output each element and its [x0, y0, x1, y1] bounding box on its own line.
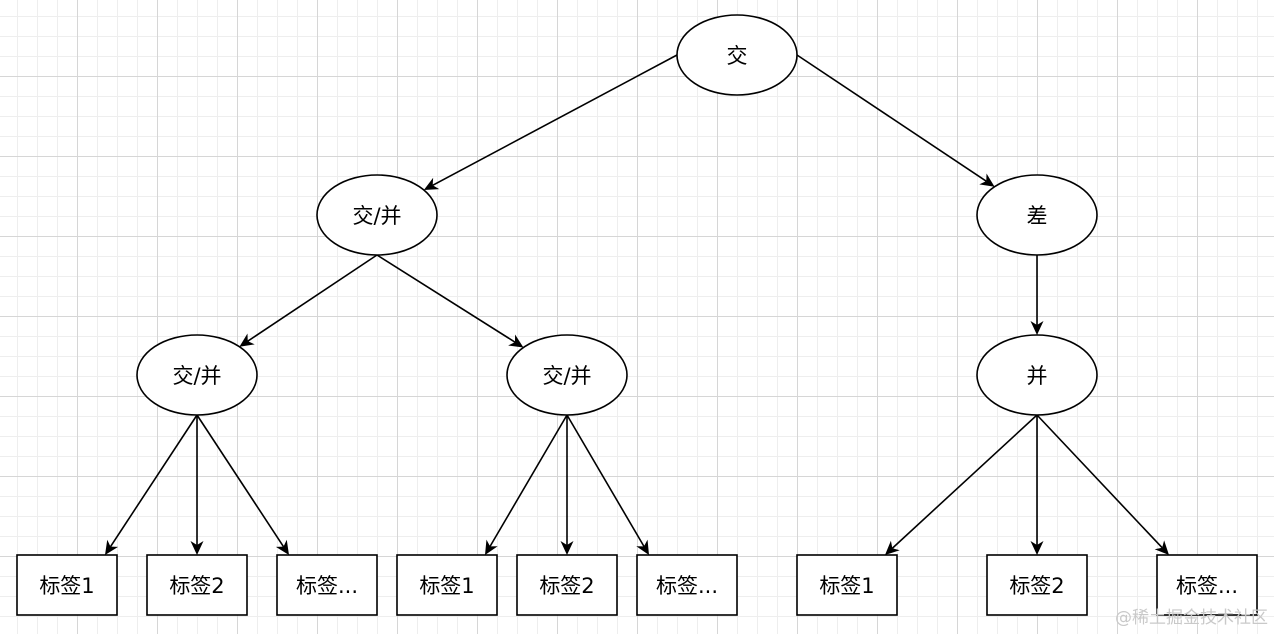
- tag-node-t7: 标签1: [796, 554, 898, 616]
- arrowhead-l1a-l2a: [239, 333, 255, 347]
- tag-node-t9: 标签...: [1156, 554, 1258, 616]
- edge-l2c-t7: [891, 414, 1038, 549]
- tag-node-t2: 标签2: [146, 554, 248, 616]
- node-label: 标签2: [1009, 574, 1064, 598]
- arrowhead-l2b-t6: [636, 539, 649, 555]
- edge-l2b-t4: [489, 414, 568, 547]
- node-label: 交/并: [352, 204, 401, 228]
- node-shape: [986, 554, 1088, 616]
- edge-l2b-t6: [566, 414, 645, 547]
- edge-l2a-t1: [109, 414, 198, 548]
- operator-node-l1a: 交/并: [316, 174, 438, 256]
- operator-node-l1b: 差: [976, 174, 1098, 256]
- node-label: 标签...: [296, 574, 358, 598]
- edge-root-l1b: [796, 54, 987, 182]
- edge-l1a-l2b: [376, 254, 516, 343]
- node-shape: [796, 554, 898, 616]
- node-label: 交/并: [172, 364, 221, 388]
- arrowhead-l2c-t9: [1154, 540, 1169, 555]
- node-shape: [976, 334, 1098, 416]
- node-label: 标签2: [169, 574, 224, 598]
- node-shape: [396, 554, 498, 616]
- node-label: 标签1: [419, 574, 474, 598]
- node-shape: [676, 14, 798, 96]
- node-shape: [976, 174, 1098, 256]
- arrowhead-l2b-t5: [560, 541, 574, 555]
- node-shape: [16, 554, 118, 616]
- arrowhead-l2b-t4: [485, 539, 498, 555]
- node-label: 标签1: [39, 574, 94, 598]
- edge-l1a-l2a: [247, 254, 378, 342]
- node-label: 交: [727, 44, 748, 68]
- tag-node-t1: 标签1: [16, 554, 118, 616]
- node-label: 并: [1027, 364, 1048, 388]
- node-shape: [146, 554, 248, 616]
- operator-node-l2a: 交/并: [136, 334, 258, 416]
- operator-node-l2c: 并: [976, 334, 1098, 416]
- arrowhead-l2a-t2: [190, 541, 204, 555]
- tag-node-t6: 标签...: [636, 554, 738, 616]
- tag-node-t4: 标签1: [396, 554, 498, 616]
- edge-l2c-t9: [1036, 414, 1163, 549]
- arrowhead-l1a-l2b: [508, 334, 524, 348]
- node-label: 标签2: [539, 574, 594, 598]
- operator-node-l2b: 交/并: [506, 334, 628, 416]
- node-label: 标签1: [819, 574, 874, 598]
- node-label: 差: [1027, 204, 1048, 228]
- node-shape: [136, 334, 258, 416]
- node-label: 标签...: [1176, 574, 1238, 598]
- arrowhead-l2a-t3: [275, 539, 289, 555]
- node-label: 标签...: [656, 574, 718, 598]
- operator-node-root: 交: [676, 14, 798, 96]
- node-shape: [316, 174, 438, 256]
- arrowhead-l2c-t8: [1030, 541, 1044, 555]
- edges-layer: [105, 54, 1169, 555]
- node-shape: [506, 334, 628, 416]
- tag-node-t8: 标签2: [986, 554, 1088, 616]
- arrowhead-root-l1a: [423, 177, 440, 191]
- arrowhead-root-l1b: [979, 173, 995, 187]
- node-shape: [516, 554, 618, 616]
- arrowhead-l2c-t7: [885, 540, 900, 555]
- arrowhead-l1b-l2c: [1030, 321, 1044, 335]
- node-shape: [1156, 554, 1258, 616]
- node-shape: [276, 554, 378, 616]
- arrowhead-l2a-t1: [105, 539, 119, 555]
- tag-node-t3: 标签...: [276, 554, 378, 616]
- edge-l2a-t3: [196, 414, 285, 548]
- node-shape: [636, 554, 738, 616]
- node-label: 交/并: [542, 364, 591, 388]
- watermark: @稀土掘金技术社区: [1115, 608, 1268, 628]
- edge-root-l1a: [432, 54, 678, 187]
- tag-node-t5: 标签2: [516, 554, 618, 616]
